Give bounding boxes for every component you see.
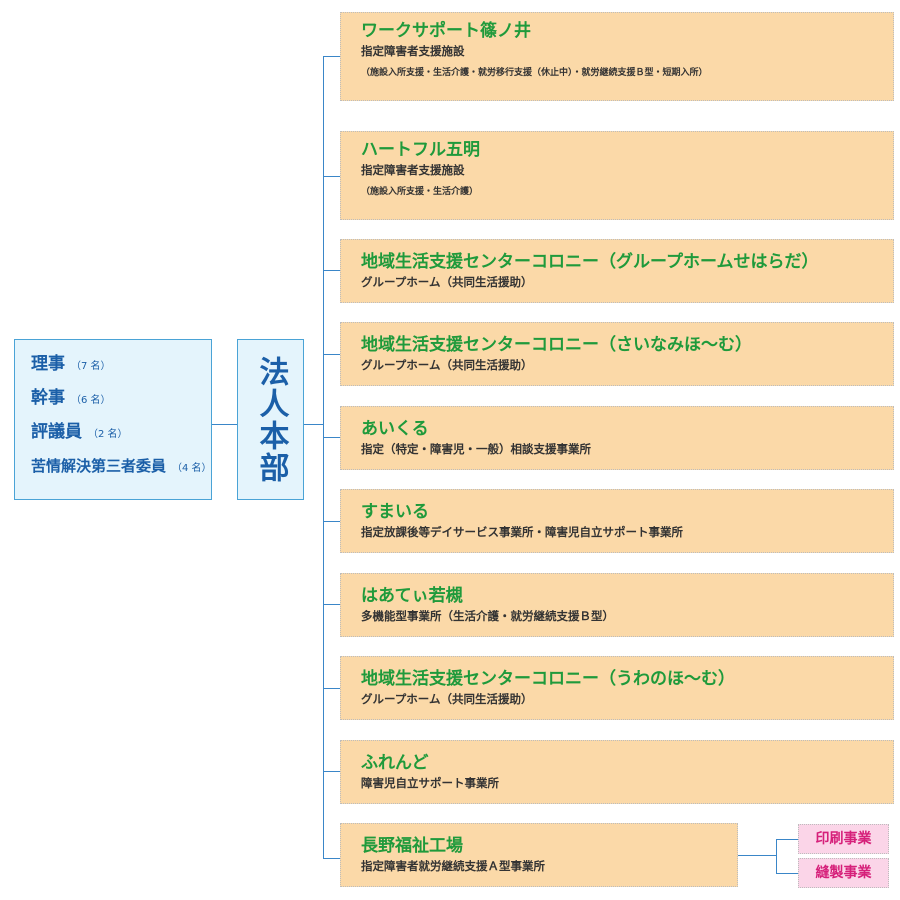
facility-desc: 多機能型事業所（生活介護・就労継続支援Ｂ型） — [361, 609, 614, 623]
board-item-third-party: 苦情解決第三者委員（4 名） — [31, 457, 212, 475]
business-printing: 印刷事業 — [798, 824, 889, 854]
headquarters-label: 法人本部 — [253, 355, 289, 484]
branch-line — [323, 437, 340, 438]
branch-line — [323, 521, 340, 522]
headquarters-box: 法人本部 — [237, 339, 304, 500]
branch-line — [323, 354, 340, 355]
facility-heartful-gomyo: ハートフル五明 指定障害者支援施設 （施設入所支援・生活介護） — [340, 131, 894, 220]
facility-desc: 指定（特定・障害児・一般）相談支援事業所 — [361, 442, 591, 456]
facility-name: 長野福祉工場 — [361, 836, 463, 856]
board-item-councilors: 評議員（2 名） — [31, 422, 128, 442]
facility-hearty-wakatsuki: はあてぃ若槻 多機能型事業所（生活介護・就労継続支援Ｂ型） — [340, 573, 894, 637]
facility-services: （施設入所支援・生活介護・就労移行支援（休止中）・就労継続支援Ｂ型・短期入所） — [361, 68, 708, 78]
facility-colony-sainami: 地域生活支援センターコロニー（さいなみほ～む） グループホーム（共同生活援助） — [340, 322, 894, 386]
trunk-line — [323, 56, 324, 859]
facility-name: あいくる — [361, 419, 429, 439]
facility-desc: グループホーム（共同生活援助） — [361, 692, 533, 706]
facility-desc: グループホーム（共同生活援助） — [361, 358, 533, 372]
board-item-auditors: 幹事（6 名） — [31, 388, 111, 408]
branch-line — [323, 688, 340, 689]
facility-desc: 指定放課後等デイサービス事業所・障害児自立サポート事業所 — [361, 525, 683, 539]
business-branch-line — [776, 839, 798, 840]
facility-aikuru: あいくる 指定（特定・障害児・一般）相談支援事業所 — [340, 406, 894, 470]
facility-name: ワークサポート篠ノ井 — [361, 21, 531, 41]
facility-desc: 障害児自立サポート事業所 — [361, 776, 499, 790]
branch-line — [323, 604, 340, 605]
board-item-directors: 理事（7 名） — [31, 354, 111, 374]
facility-friend: ふれんど 障害児自立サポート事業所 — [340, 740, 894, 804]
facility-name: ふれんど — [361, 753, 429, 773]
facility-work-support-shinonoi: ワークサポート篠ノ井 指定障害者支援施設 （施設入所支援・生活介護・就労移行支援… — [340, 12, 894, 101]
connector-board-hq — [212, 424, 237, 425]
facility-desc: 指定障害者支援施設 — [361, 163, 465, 177]
facility-name: はあてぃ若槻 — [361, 586, 463, 606]
facility-colony-seharada: 地域生活支援センターコロニー（グループホームせはらだ） グループホーム（共同生活… — [340, 239, 894, 303]
branch-line — [323, 858, 340, 859]
branch-line — [323, 270, 340, 271]
facility-name: ハートフル五明 — [361, 140, 480, 160]
facility-smile: すまいる 指定放課後等デイサービス事業所・障害児自立サポート事業所 — [340, 489, 894, 553]
facility-name: すまいる — [361, 502, 429, 522]
connector-factory-businesses — [738, 855, 776, 856]
facility-colony-uwano: 地域生活支援センターコロニー（うわのほ～む） グループホーム（共同生活援助） — [340, 656, 894, 720]
facility-services: （施設入所支援・生活介護） — [361, 187, 479, 197]
facility-desc: グループホーム（共同生活援助） — [361, 275, 533, 289]
business-branch-line — [776, 873, 798, 874]
facility-desc: 指定障害者支援施設 — [361, 44, 465, 58]
connector-hq-trunk — [304, 424, 324, 425]
branch-line — [323, 56, 340, 57]
branch-line — [323, 771, 340, 772]
branch-line — [323, 176, 340, 177]
facility-desc: 指定障害者就労継続支援Ａ型事業所 — [361, 859, 545, 873]
facility-nagano-welfare-factory: 長野福祉工場 指定障害者就労継続支援Ａ型事業所 — [340, 823, 738, 887]
facility-name: 地域生活支援センターコロニー（さいなみほ～む） — [361, 335, 752, 355]
facility-name: 地域生活支援センターコロニー（うわのほ～む） — [361, 669, 735, 689]
business-sewing: 縫製事業 — [798, 858, 889, 888]
board-members-box: 理事（7 名） 幹事（6 名） 評議員（2 名） 苦情解決第三者委員（4 名） — [14, 339, 212, 500]
business-trunk-line — [776, 839, 777, 874]
facility-name: 地域生活支援センターコロニー（グループホームせはらだ） — [361, 252, 819, 272]
